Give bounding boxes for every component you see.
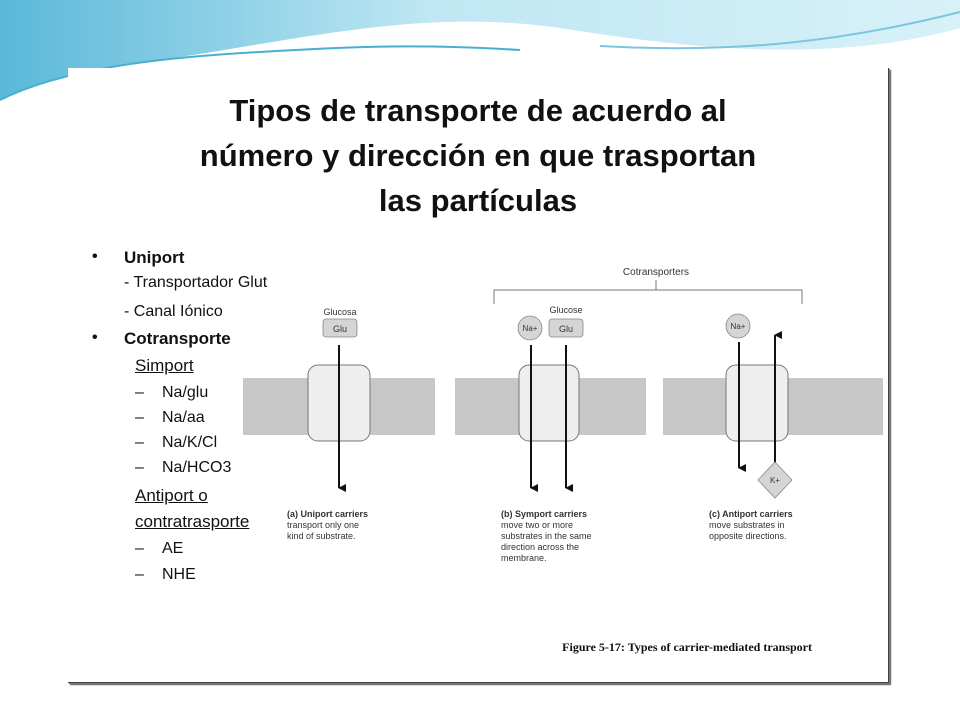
antiport-heading-line1: Antiport o [135,486,208,505]
dash-marker: – [135,566,144,583]
symport-carrier-group: Glucose Na+ Glu (b) Symport carriers mov… [501,305,592,563]
glu-molecule-label: Glu [559,324,573,334]
uniport-caption-line: kind of substrate. [287,531,356,541]
symport-caption-line: substrates in the same [501,531,592,541]
glu-molecule-label: Glu [333,324,347,334]
dash-marker: – [135,409,144,426]
symport-caption-line: membrane. [501,553,547,563]
simport-item: Na/glu [162,384,209,401]
bullet-cotransporte: Cotransporte [124,329,231,348]
slide-content-panel: Tipos de transporte de acuerdo al número… [68,68,889,683]
slide-title: Tipos de transporte de acuerdo al número… [68,88,888,223]
title-line-3: las partículas [378,183,578,218]
antiport-item: AE [162,540,184,557]
symport-caption-title: (b) Symport carriers [501,509,587,519]
na-ion [517,315,543,341]
simport-item: Na/aa [162,409,205,426]
glucosa-label: Glucosa [323,307,356,317]
glu-molecule [322,318,358,338]
antiport-item: NHE [162,566,196,583]
title-line-1: Tipos de transporte de acuerdo al [229,93,727,128]
cotransporters-label: Cotransporters [623,267,689,278]
dash-marker: – [135,540,144,557]
cotransporters-bracket: Cotransporters [493,267,803,304]
dash-marker: – [135,459,144,476]
bullet-marker: • [92,329,98,346]
symport-caption-line: move two or more [501,520,573,530]
simport-heading: Simport [135,356,194,375]
glucose-label: Glucose [549,305,582,315]
k-ion [757,461,793,499]
antiport-carrier-protein [725,364,789,442]
na-ion-label: Na+ [731,322,746,331]
bullet-marker: • [92,248,98,265]
antiport-heading-line2: contratrasporte [135,512,250,531]
uniport-caption-line: transport only one [287,520,359,530]
dash-marker: – [135,384,144,401]
bullet-uniport: Uniport [124,248,185,267]
glu-molecule [548,318,584,338]
header-wave-decoration [0,0,960,101]
antiport-caption-line: opposite directions. [709,531,787,541]
uniport-sub-canal: - Canal Iónico [124,303,223,320]
symport-caption-line: direction across the [501,542,579,552]
carrier-transport-diagram: Cotransporters Glucosa Glu (a) Uniport c… [243,267,883,563]
na-ion-label: Na+ [523,324,538,333]
dash-marker: – [135,434,144,451]
symport-carrier-protein [518,364,580,442]
simport-item: Na/K/Cl [162,434,218,451]
simport-item: Na/HCO3 [162,459,232,476]
title-line-2: número y dirección en que trasportan [199,138,757,173]
k-ion-label: K+ [770,476,780,485]
antiport-caption-title: (c) Antiport carriers [709,509,793,519]
antiport-caption-line: move substrates in [709,520,785,530]
uniport-sub-glut: - Transportador Glut [124,274,268,291]
uniport-caption-title: (a) Uniport carriers [287,509,368,519]
na-ion [725,313,751,339]
antiport-carrier-group: Na+ K+ (c) Antiport carriers move substr… [709,313,793,541]
figure-caption: Figure 5-17: Types of carrier-mediated t… [562,640,812,654]
uniport-carrier-group: Glucosa Glu (a) Uniport carriers transpo… [287,307,371,541]
